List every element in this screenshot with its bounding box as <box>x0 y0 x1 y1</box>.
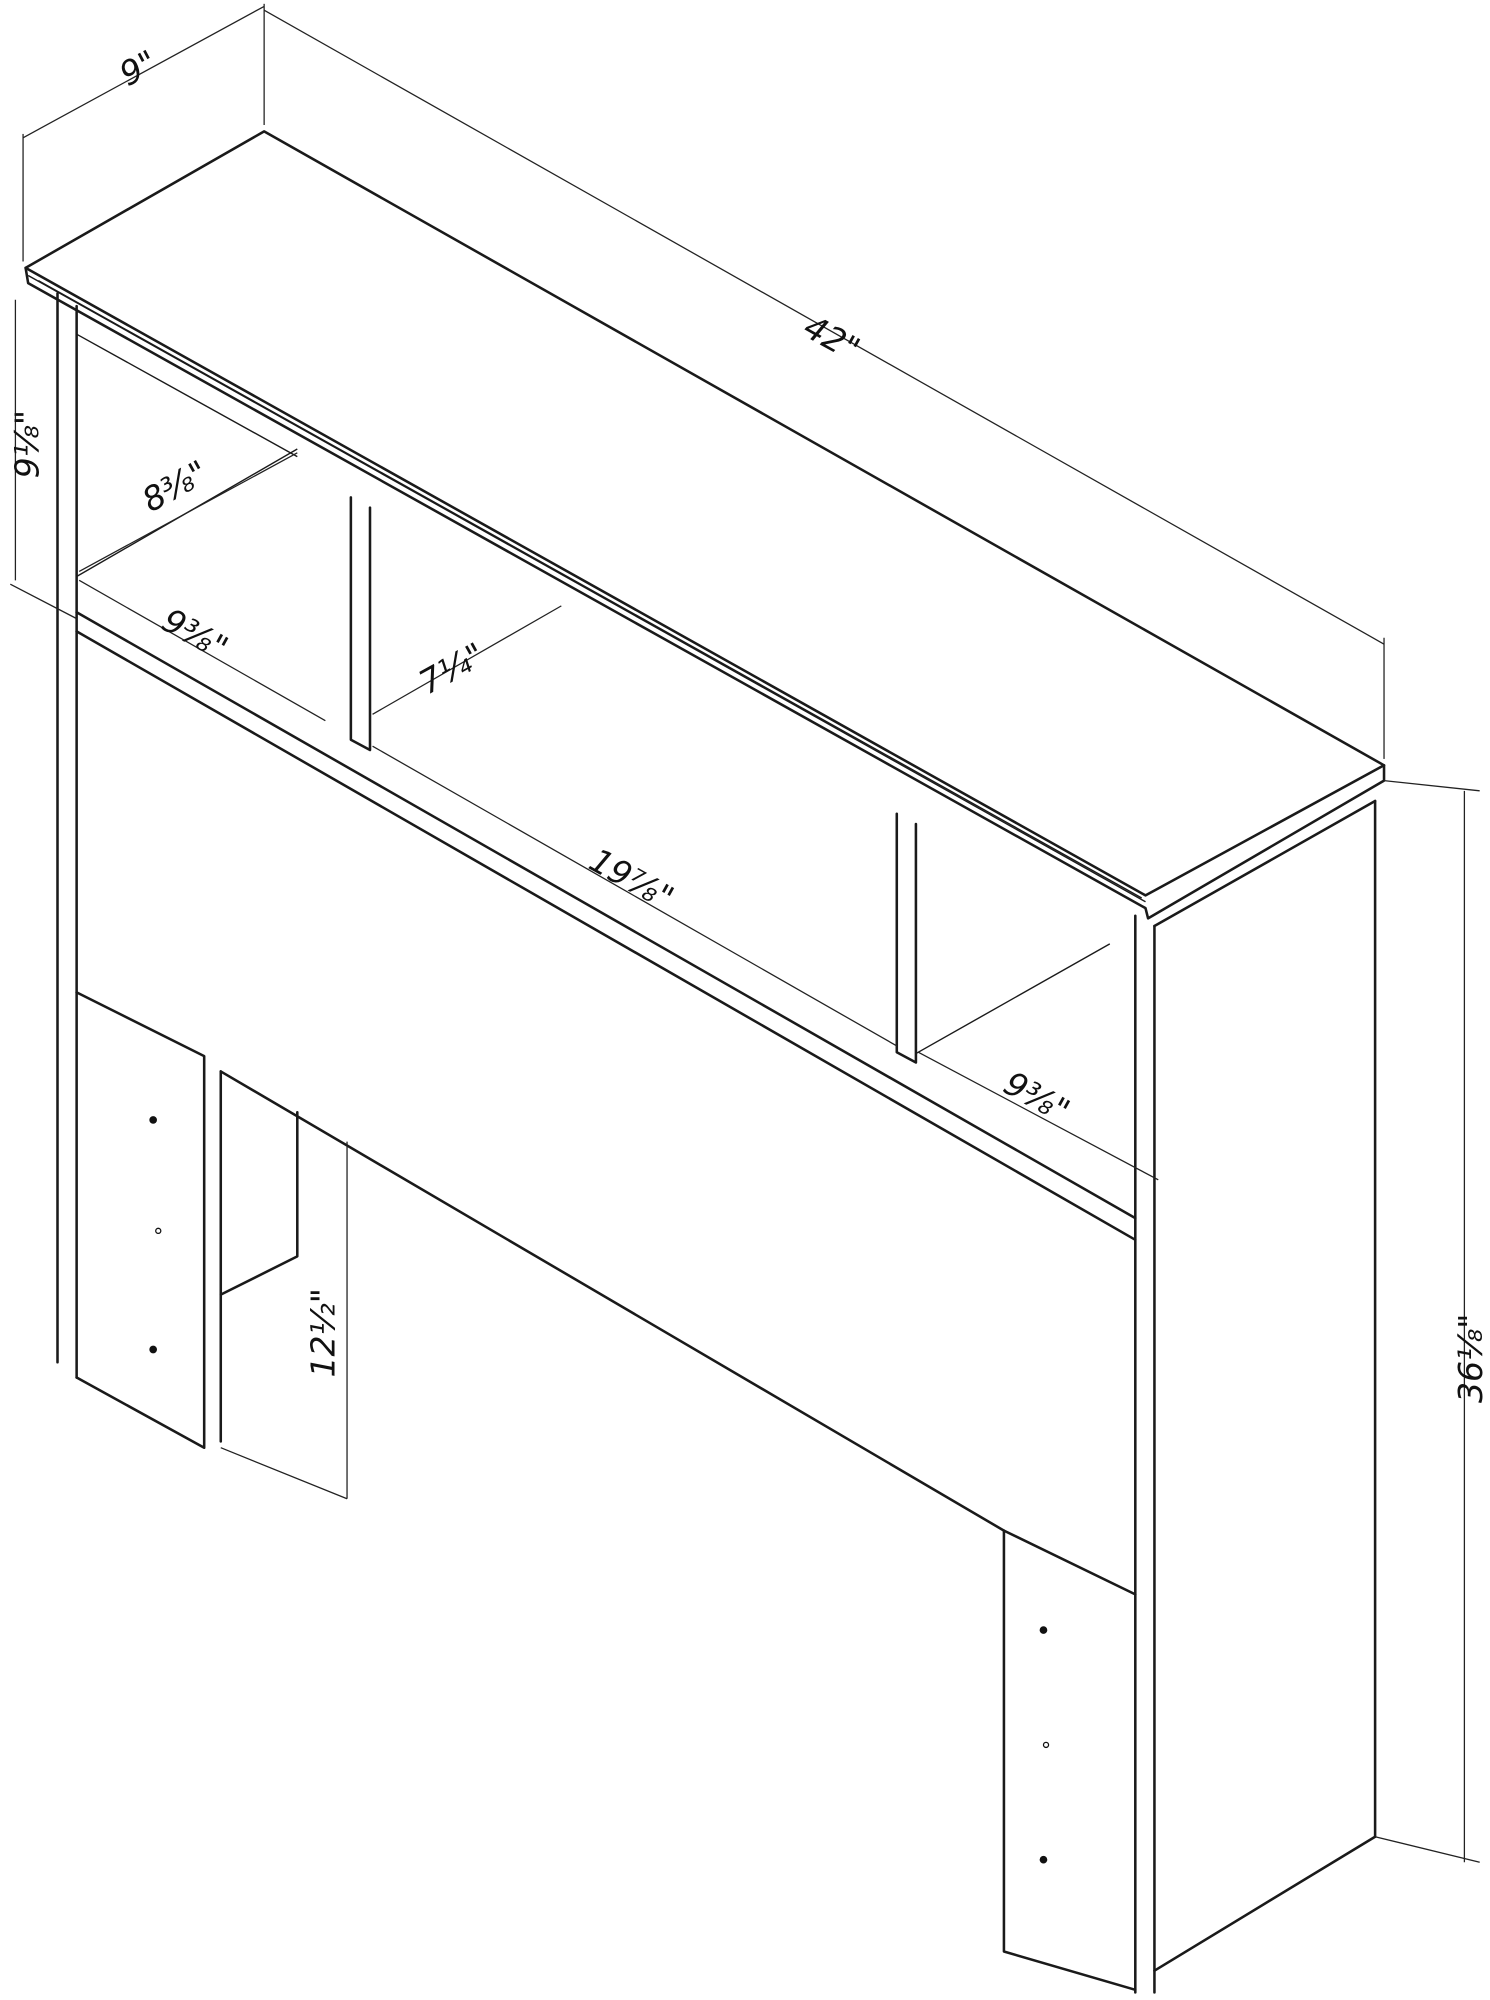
dimension-labels: 9" 42" 9⅛" 8⅜" 9⅜" 7¼" 19⅞" 9⅜" 12½" 36⅛… <box>7 42 1490 1403</box>
dim-line-center-opening <box>372 745 898 1047</box>
screw-icon <box>1039 1626 1048 1634</box>
label-shelf-depth: 8⅜" <box>136 452 215 519</box>
back-panel-top <box>76 333 298 458</box>
dim-line-width <box>263 9 1385 645</box>
label-right-opening: 9⅜" <box>997 1063 1076 1130</box>
top-molding-line2 <box>38 280 1143 899</box>
hole-icon <box>1042 1741 1050 1749</box>
right-leg <box>1002 1529 1137 1992</box>
label-left-opening: 9⅜" <box>156 600 235 667</box>
panel-bottom <box>219 1070 1006 1532</box>
label-shelf-inner-depth: 7¼" <box>412 635 491 702</box>
screw-icon <box>1039 1855 1048 1864</box>
label-depth: 9" <box>113 42 163 94</box>
headboard-outline <box>24 130 1386 1994</box>
dim-line-shelf-depth <box>78 452 298 572</box>
dim-line-inner-depth <box>372 605 562 715</box>
dim-line-depth <box>22 5 265 139</box>
right-panel-bottom <box>1153 1835 1377 1972</box>
hole-icon <box>155 1227 162 1235</box>
dim-line-right-opening <box>918 1051 1159 1181</box>
screw-icon <box>149 1345 157 1354</box>
ext-line <box>220 1447 348 1500</box>
label-width: 42" <box>797 307 866 369</box>
shelf-back-right <box>915 943 1111 1055</box>
top-surface <box>24 130 1386 897</box>
panel-bottom-right <box>1002 1529 1137 1596</box>
left-leg <box>75 991 206 1449</box>
label-shelf-height: 9⅛" <box>7 410 46 478</box>
label-leg-clearance: 12½" <box>303 1288 342 1378</box>
dim-line-left-opening <box>78 579 326 722</box>
label-center-opening: 19⅞" <box>583 840 680 918</box>
screw-icon <box>149 1116 157 1124</box>
right-divider <box>895 812 918 1064</box>
ext-line <box>10 583 77 620</box>
label-total-height: 36⅛" <box>1451 1313 1490 1403</box>
ext-line <box>1383 779 1480 792</box>
shelf-front-lower <box>75 630 1137 1242</box>
ext-line <box>1374 1836 1480 1863</box>
top-molding-front <box>24 266 1386 920</box>
screw-holes <box>149 1116 1050 1864</box>
shelf-front <box>75 610 1137 1220</box>
dimension-lines <box>10 3 1480 1863</box>
left-divider <box>349 496 372 752</box>
left-leg-back <box>219 1110 299 1296</box>
right-panel-side-top <box>1153 799 1377 928</box>
